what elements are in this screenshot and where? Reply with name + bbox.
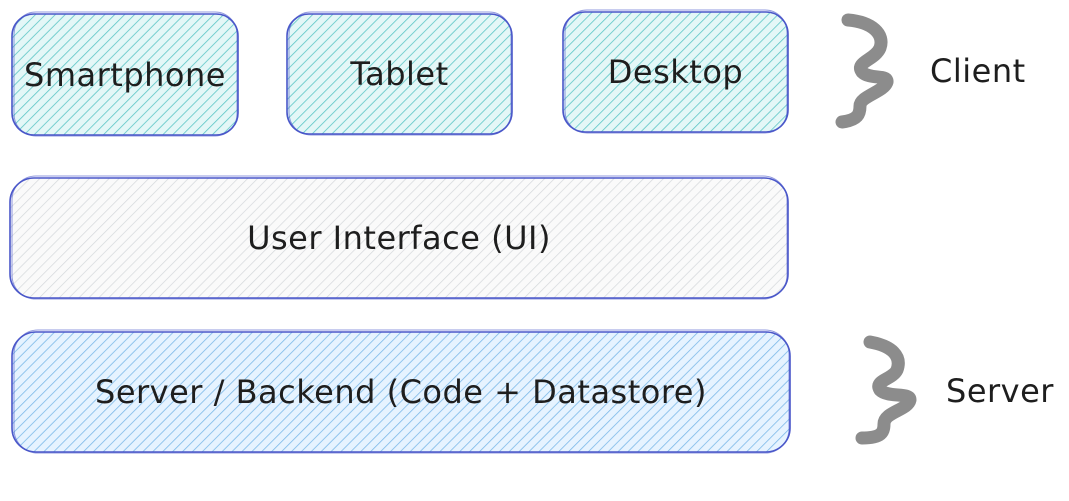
client-tier-label: Client [930, 52, 1026, 90]
ui-layer-box [9, 175, 789, 300]
server-tier-label: Server [946, 372, 1054, 410]
device-box-tablet [286, 11, 513, 136]
device-box-smartphone [11, 11, 239, 137]
server-brace-icon [855, 335, 917, 445]
device-label-tablet: Tablet [350, 55, 449, 93]
device-label-smartphone: Smartphone [24, 55, 226, 94]
server-layer-label: Server / Backend (Code + Datastore) [95, 373, 707, 411]
server-layer-box [11, 329, 791, 454]
ui-layer-label: User Interface (UI) [247, 219, 551, 257]
device-label-desktop: Desktop [607, 53, 744, 91]
client-brace-icon [835, 13, 894, 129]
device-box-desktop [562, 9, 789, 134]
